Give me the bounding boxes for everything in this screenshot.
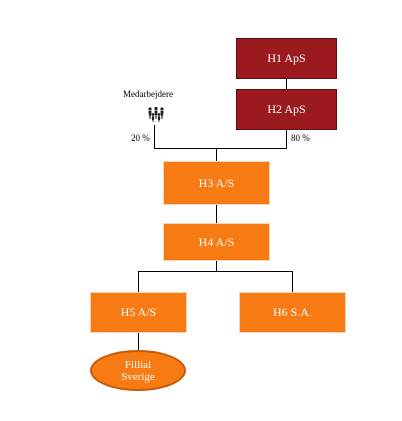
node-h5-label: H5 A/S — [120, 305, 157, 319]
node-h2: H2 ApS — [236, 89, 337, 130]
node-h3-label: H3 A/S — [198, 175, 235, 190]
node-h1: H1 ApS — [236, 38, 337, 79]
connector-to-h3 — [216, 148, 217, 161]
connector-h4-down — [216, 261, 217, 272]
connector-h5-branch — [138, 333, 139, 350]
node-branch-sweden: Fillial Sverige — [90, 350, 186, 391]
connector-to-h5 — [138, 271, 139, 292]
node-h1-label: H1 ApS — [267, 51, 306, 65]
connector-owners-horizontal — [154, 148, 287, 149]
share-employees: 20 % — [131, 133, 150, 143]
people-icon — [148, 106, 164, 122]
connector-subsidiaries-horizontal — [138, 271, 293, 272]
node-h5: H5 A/S — [90, 292, 187, 333]
share-h2: 80 % — [291, 133, 310, 143]
connector-employees-down — [154, 125, 155, 149]
node-branch-label: Fillial Sverige — [121, 359, 155, 383]
connector-h2-down — [286, 130, 287, 149]
node-branch-label-line1: Fillial — [124, 358, 152, 371]
connector-h1-h2 — [286, 79, 287, 89]
node-h2-label: H2 ApS — [267, 102, 306, 116]
node-h6-label: H6 S.A. — [272, 305, 312, 319]
connector-to-h6 — [292, 271, 293, 292]
node-branch-label-line2: Sverige — [121, 370, 155, 383]
node-h4: H4 A/S — [163, 223, 270, 261]
connector-h3-h4 — [216, 205, 217, 223]
node-h4-label: H4 A/S — [198, 234, 235, 249]
node-h3: H3 A/S — [163, 161, 270, 205]
employees-label: Medarbejdere — [123, 89, 173, 99]
node-h6: H6 S.A. — [239, 292, 346, 333]
